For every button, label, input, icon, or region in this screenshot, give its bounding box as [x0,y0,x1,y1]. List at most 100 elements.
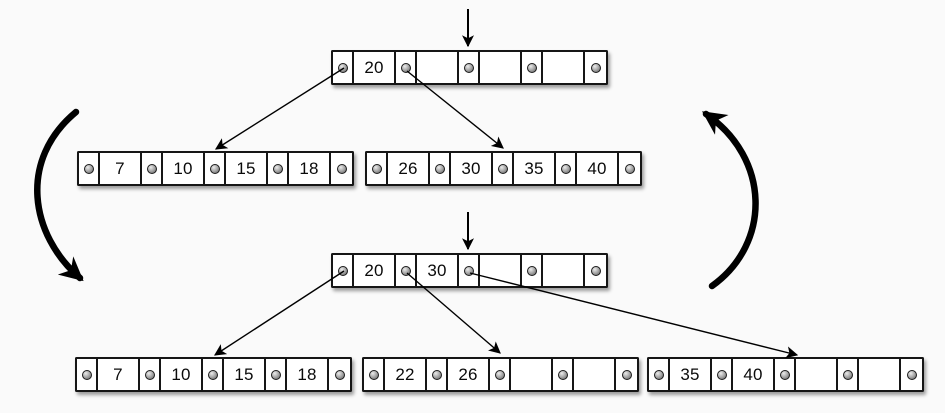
key-slot [796,359,838,390]
pointer-dot-icon [621,369,632,380]
pointer-dot-icon [337,265,348,276]
pointer-slot [459,52,480,83]
btree-node-bottom-child-left: 7 10 15 18 [75,357,352,392]
pointer-slot [364,359,385,390]
pointer-slot [77,359,98,390]
pointer-slot [493,153,514,184]
pointer-dot-icon [494,369,505,380]
key-slot: 35 [670,359,712,390]
key-slot: 20 [354,52,396,83]
pointer-slot [142,153,163,184]
pointer-slot [585,255,606,286]
pointer-slot [901,359,922,390]
pointer-dot-icon [400,62,411,73]
pointer-slot [203,359,224,390]
key-slot: 30 [417,255,459,286]
pointer-slot [490,359,511,390]
pointer-slot [619,153,640,184]
pointer-slot [556,153,577,184]
key-slot: 20 [354,255,396,286]
pointer-dot-icon [497,163,508,174]
pointer-slot [205,153,226,184]
key-slot: 18 [289,153,331,184]
pointer-dot-icon [207,369,218,380]
btree-node-top-root: 20 [331,50,608,85]
key-slot: 40 [577,153,619,184]
key-slot: 10 [161,359,203,390]
pointer-slot [329,359,350,390]
pointer-dot-icon [716,369,727,380]
pointer-slot [522,52,543,83]
pointer-dot-icon [463,265,474,276]
key-slot: 7 [98,359,140,390]
key-slot [480,255,522,286]
pointer-dot-icon [779,369,790,380]
key-slot: 10 [163,153,205,184]
pointer-dot-icon [463,62,474,73]
pointer-dot-icon [842,369,853,380]
pointer-slot [430,153,451,184]
pointer-slot [268,153,289,184]
pointer-dot-icon [336,163,347,174]
pointer-slot [459,255,480,286]
pointer-dot-icon [526,62,537,73]
pointer-slot [333,255,354,286]
key-slot: 30 [451,153,493,184]
pointer-slot [522,255,543,286]
key-slot [543,52,585,83]
key-slot: 26 [448,359,490,390]
pointer-dot-icon [431,369,442,380]
pointer-dot-icon [146,163,157,174]
pointer-slot [427,359,448,390]
pointer-dot-icon [590,62,601,73]
btree-node-bottom-child-right: 35 40 [647,357,924,392]
key-slot: 22 [385,359,427,390]
pointer-dot-icon [371,163,382,174]
key-slot [480,52,522,83]
pointer-slot [553,359,574,390]
pointer-dot-icon [272,163,283,174]
pointer-dot-icon [81,369,92,380]
key-slot: 40 [733,359,775,390]
pointer-dot-icon [590,265,601,276]
key-slot: 15 [224,359,266,390]
pointer-slot [712,359,733,390]
key-slot: 18 [287,359,329,390]
pointer-slot [331,153,352,184]
pointer-slot [79,153,100,184]
pointer-dot-icon [337,62,348,73]
pointer-dot-icon [144,369,155,380]
pointer-dot-icon [368,369,379,380]
key-slot [511,359,553,390]
pointer-slot [140,359,161,390]
pointer-dot-icon [557,369,568,380]
btree-node-top-child-right: 26 30 35 40 [365,151,642,186]
pointer-dot-icon [400,265,411,276]
pointer-dot-icon [653,369,664,380]
pointer-slot [616,359,637,390]
pointer-slot [649,359,670,390]
pointer-slot [838,359,859,390]
key-slot: 26 [388,153,430,184]
pointer-slot [333,52,354,83]
pointer-dot-icon [906,369,917,380]
pointer-dot-icon [434,163,445,174]
pointer-dot-icon [624,163,635,174]
pointer-dot-icon [83,163,94,174]
pointer-dot-icon [334,369,345,380]
key-slot [417,52,459,83]
btree-node-bottom-child-middle: 22 26 [362,357,639,392]
key-slot [859,359,901,390]
btree-node-top-child-left: 7 10 15 18 [77,151,354,186]
pointer-slot [396,52,417,83]
pointer-dot-icon [560,163,571,174]
key-slot [574,359,616,390]
pointer-slot [367,153,388,184]
pointer-slot [585,52,606,83]
key-slot: 15 [226,153,268,184]
key-slot: 7 [100,153,142,184]
pointer-slot [775,359,796,390]
key-slot: 35 [514,153,556,184]
